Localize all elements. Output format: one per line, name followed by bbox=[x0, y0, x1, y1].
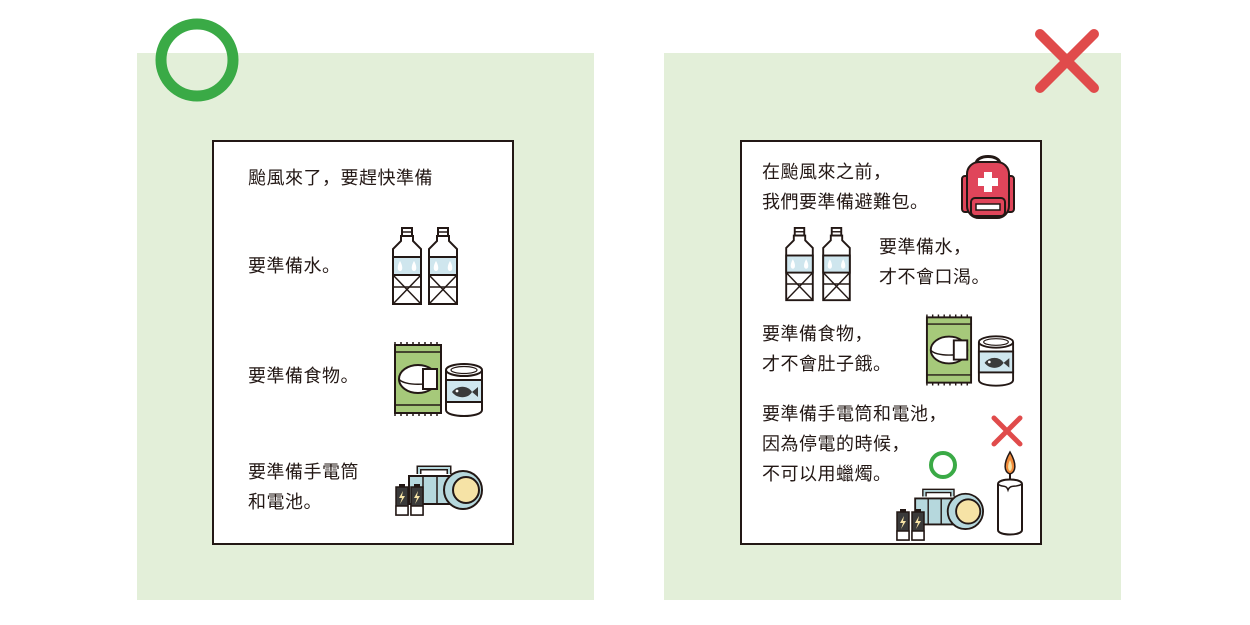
flashlight-text-line3: 不可以用蠟燭。 bbox=[762, 464, 892, 485]
batteries-icon bbox=[896, 509, 926, 541]
wrong-example-panel: 在颱風來之前， 我們要準備避難包。 要準備水， 才不會口渴。 要準備食物， 才不… bbox=[664, 29, 1121, 600]
wrong-cross-icon bbox=[1034, 28, 1100, 94]
food-text-line2: 才不會肚子餓。 bbox=[762, 354, 892, 375]
water-text-line1: 要準備水， bbox=[879, 237, 972, 258]
intro-text: 颱風來了，要趕快準備 bbox=[248, 168, 433, 189]
water-text: 要準備水。 bbox=[248, 256, 341, 277]
correct-example-panel: 颱風來了，要趕快準備 要準備水。 要準備食物。 要準備手電筒 和電池。 bbox=[137, 18, 594, 600]
flashlight-text-line1: 要準備手電筒 bbox=[248, 462, 359, 483]
food-text-line1: 要準備食物， bbox=[762, 324, 873, 345]
wrong-example-card: 在颱風來之前， 我們要準備避難包。 要準備水， 才不會口渴。 要準備食物， 才不… bbox=[740, 140, 1042, 545]
flashlight-text-line2: 和電池。 bbox=[248, 492, 322, 513]
flashlight-text-line2: 因為停電的時候， bbox=[762, 434, 910, 455]
correct-example-card: 颱風來了，要趕快準備 要準備水。 要準備食物。 要準備手電筒 和電池。 bbox=[212, 140, 514, 545]
batteries-icon bbox=[395, 484, 425, 516]
intro-text-line1: 在颱風來之前， bbox=[762, 162, 892, 183]
backpack-icon bbox=[956, 154, 1020, 222]
fish-can-icon bbox=[977, 334, 1015, 388]
wrong-cross-icon-small bbox=[990, 414, 1024, 448]
intro-text-line2: 我們要準備避難包。 bbox=[762, 192, 929, 213]
flashlight-text-line1: 要準備手電筒和電池， bbox=[762, 404, 947, 425]
snack-bag-icon bbox=[393, 342, 443, 416]
fish-can-icon bbox=[444, 362, 484, 418]
food-text: 要準備食物。 bbox=[248, 366, 359, 387]
snack-bag-icon bbox=[925, 314, 973, 386]
candle-icon bbox=[996, 450, 1024, 536]
correct-circle-icon-small bbox=[928, 450, 958, 480]
correct-circle-icon bbox=[155, 18, 239, 102]
water-text-line2: 才不會口渴。 bbox=[879, 267, 990, 288]
water-bottles-icon bbox=[784, 227, 854, 303]
water-bottles-icon bbox=[391, 227, 461, 307]
